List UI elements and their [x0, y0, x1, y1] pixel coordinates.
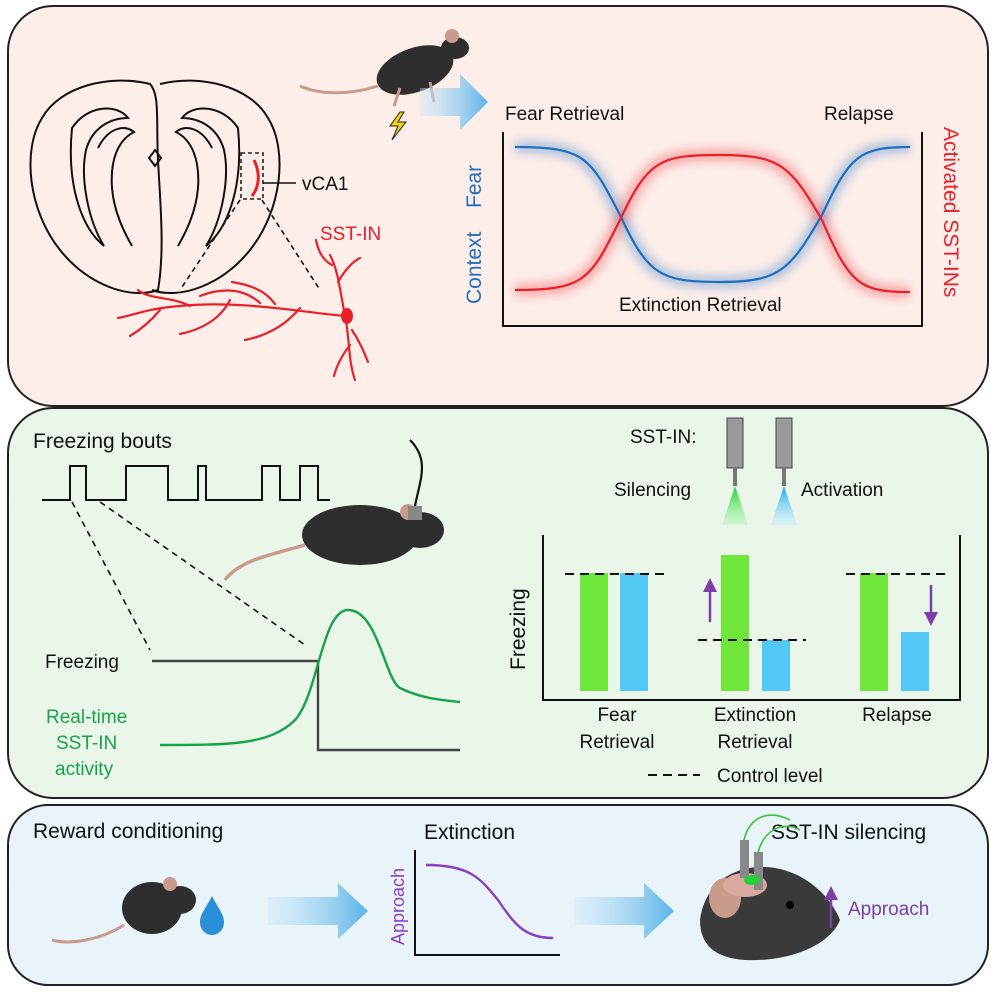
approach-curve: [425, 863, 554, 940]
fear-graph: Fear Retrieval Relapse Extinction Retrie…: [463, 104, 962, 327]
label-fear-retrieval: Fear Retrieval: [505, 104, 624, 125]
bar-chart-axes: [542, 535, 961, 701]
activation-label: Activation: [801, 480, 883, 501]
activity-label-line-3: activity: [55, 759, 114, 780]
down-arrow-icon: [924, 585, 938, 626]
mouse-head-implant-icon: [700, 814, 840, 961]
approach-up-arrow-icon: [824, 886, 838, 928]
brain-section-icon: [29, 79, 281, 295]
vca1-label: vCA1: [302, 174, 348, 195]
label-relapse: Relapse: [824, 104, 894, 125]
freezing-bouts-title: Freezing bouts: [33, 430, 172, 453]
group-label-relapse: Relapse: [862, 705, 932, 726]
bar-extinction-silencing: [721, 555, 749, 691]
panel-fear-circuit: vCA1 SST-IN: [7, 5, 989, 407]
activity-trace: [159, 608, 461, 747]
silencing-label: Silencing: [614, 480, 691, 501]
mouse-fiber-icon: [223, 439, 444, 582]
extinction-axes: [414, 850, 560, 956]
freezing-trace: [152, 659, 460, 752]
group-label-extinction-line-1: Extinction: [714, 705, 796, 726]
fiber-optic-green: [726, 417, 744, 469]
bar-relapse-activation: [901, 632, 929, 691]
shock-bolt-icon: [389, 111, 408, 141]
freezing-label: Freezing: [45, 652, 119, 673]
reward-conditioning-title: Reward conditioning: [33, 820, 223, 843]
legend-control-level: Control level: [717, 766, 823, 787]
activity-label-line-1: Real-time: [46, 707, 127, 728]
extinction-title: Extinction: [424, 821, 515, 844]
approach-axis-label: Approach: [388, 868, 408, 945]
vca1-red-region: [250, 159, 260, 197]
panel1-background: [7, 5, 989, 407]
blue-light-beam: [771, 486, 797, 525]
sst-in-label: SST-IN: [320, 224, 381, 245]
y-axis-activated-sst-ins: Activated SST-INs: [939, 127, 962, 297]
y-axis-fear: Fear: [463, 165, 486, 208]
y-axis-context: Context: [463, 231, 486, 304]
neuron-soma: [341, 308, 353, 324]
fear-curve: [514, 145, 911, 284]
panel-freezing: Freezing bouts Freezing Real-time SST-IN…: [7, 407, 989, 799]
mouse-shock-icon: [299, 29, 469, 107]
bar-relapse-silencing: [860, 573, 888, 691]
flow-arrow-3: [574, 883, 674, 939]
bar-extinction-activation: [762, 640, 790, 691]
bar-fear-activation: [620, 573, 648, 691]
zoom-line-bouts-left: [71, 501, 151, 651]
bar-fear-silencing: [580, 573, 608, 691]
vca1-highlight-box: [240, 152, 264, 200]
sst-in-silencing-title: SST-IN silencing: [771, 821, 926, 844]
neuron-icon: [116, 238, 370, 382]
group-label-fear-line-2: Retrieval: [580, 732, 655, 753]
freezing-bouts-trace: [42, 465, 330, 501]
sst-curve: [514, 153, 911, 294]
fiber-optic-blue: [775, 417, 793, 469]
approach-label: Approach: [848, 899, 929, 920]
flow-arrow-2: [268, 883, 368, 939]
bar-y-axis-label: Freezing: [507, 588, 530, 670]
zoom-line-left: [179, 199, 241, 291]
flow-arrow-1: [420, 74, 488, 130]
green-light-beam: [722, 486, 748, 525]
group-label-fear-line-1: Fear: [597, 705, 637, 726]
manipulation-title: SST-IN:: [630, 427, 697, 448]
water-drop-icon: [200, 896, 224, 935]
label-extinction-retrieval: Extinction Retrieval: [619, 295, 782, 316]
mouse-drinking-icon: [51, 877, 196, 944]
activity-label-line-2: SST-IN: [56, 733, 117, 754]
up-arrow-icon: [703, 578, 717, 622]
panel-reward: Reward conditioning Extinction Approach …: [7, 804, 989, 986]
graph-axes: [502, 132, 923, 327]
zoom-line-bouts-right: [99, 501, 306, 646]
group-label-extinction-line-2: Retrieval: [718, 732, 793, 753]
